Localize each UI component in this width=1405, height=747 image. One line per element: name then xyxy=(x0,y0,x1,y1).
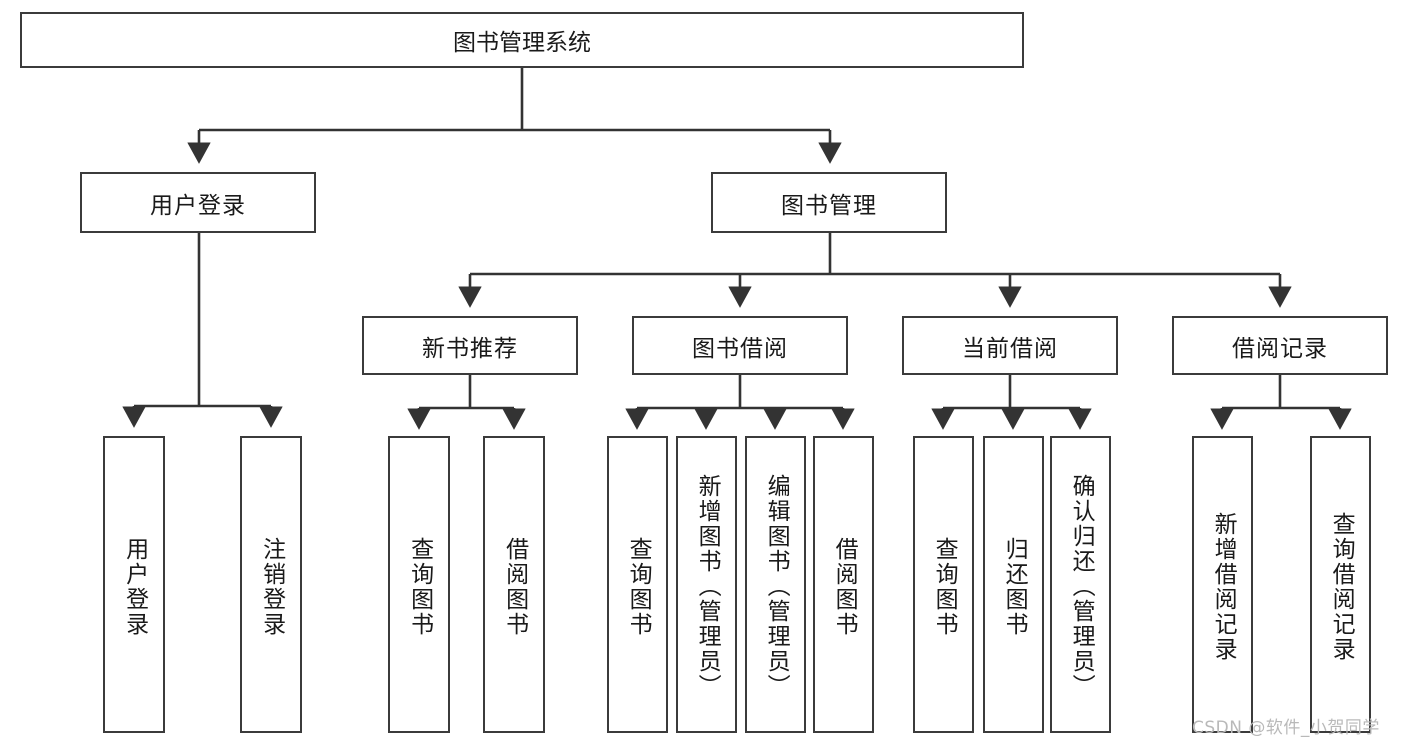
leaf-query-book-current-label: 查询图书 xyxy=(931,536,958,637)
leaf-query-book-current[interactable]: 查询图书 xyxy=(913,436,974,733)
leaf-user-login[interactable]: 用户登录 xyxy=(103,436,165,733)
node-new-book-recommend[interactable]: 新书推荐 xyxy=(362,316,578,375)
node-book-borrow[interactable]: 图书借阅 xyxy=(632,316,848,375)
leaf-confirm-return-admin-label: 确认归还（管理员） xyxy=(1068,474,1095,699)
leaf-edit-book-admin[interactable]: 编辑图书（管理员） xyxy=(745,436,806,733)
leaf-query-book-recommend-label: 查询图书 xyxy=(406,536,433,637)
leaf-logout-label: 注销登录 xyxy=(258,536,285,637)
node-book-management[interactable]: 图书管理 xyxy=(711,172,947,233)
leaf-borrow-book[interactable]: 借阅图书 xyxy=(813,436,874,733)
leaf-query-borrow-record[interactable]: 查询借阅记录 xyxy=(1310,436,1371,733)
node-user-login-label: 用户登录 xyxy=(150,192,246,219)
leaf-return-book-label: 归还图书 xyxy=(1001,536,1028,637)
node-current-borrow[interactable]: 当前借阅 xyxy=(902,316,1118,375)
leaf-query-book-borrow-label: 查询图书 xyxy=(625,536,652,637)
node-user-login[interactable]: 用户登录 xyxy=(80,172,316,233)
leaf-return-book[interactable]: 归还图书 xyxy=(983,436,1044,733)
leaf-borrow-book-label: 借阅图书 xyxy=(831,536,858,637)
node-root[interactable]: 图书管理系统 xyxy=(20,12,1024,68)
leaf-query-book-borrow[interactable]: 查询图书 xyxy=(607,436,668,733)
leaf-add-book-admin-label: 新增图书（管理员） xyxy=(694,474,721,699)
node-root-label: 图书管理系统 xyxy=(453,30,591,56)
leaf-add-borrow-record-label: 新增借阅记录 xyxy=(1210,511,1237,662)
leaf-confirm-return-admin[interactable]: 确认归还（管理员） xyxy=(1050,436,1111,733)
node-new-book-recommend-label: 新书推荐 xyxy=(422,335,518,362)
node-current-borrow-label: 当前借阅 xyxy=(962,335,1058,362)
node-book-borrow-label: 图书借阅 xyxy=(692,335,788,362)
leaf-query-book-recommend[interactable]: 查询图书 xyxy=(388,436,450,733)
leaf-logout[interactable]: 注销登录 xyxy=(240,436,302,733)
node-borrow-record[interactable]: 借阅记录 xyxy=(1172,316,1388,375)
leaf-query-borrow-record-label: 查询借阅记录 xyxy=(1328,511,1355,662)
node-borrow-record-label: 借阅记录 xyxy=(1232,335,1328,362)
leaf-borrow-book-recommend[interactable]: 借阅图书 xyxy=(483,436,545,733)
leaf-borrow-book-recommend-label: 借阅图书 xyxy=(501,536,528,637)
leaf-add-book-admin[interactable]: 新增图书（管理员） xyxy=(676,436,737,733)
leaf-add-borrow-record[interactable]: 新增借阅记录 xyxy=(1192,436,1253,733)
watermark-text: CSDN @软件_小贺同学 xyxy=(1192,718,1380,738)
node-book-management-label: 图书管理 xyxy=(781,192,877,219)
leaf-user-login-label: 用户登录 xyxy=(121,536,148,637)
leaf-edit-book-admin-label: 编辑图书（管理员） xyxy=(763,474,790,699)
